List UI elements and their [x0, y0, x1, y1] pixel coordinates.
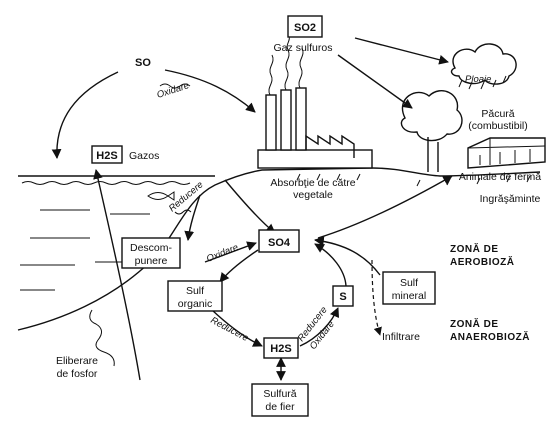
arrow-infiltration	[371, 259, 382, 336]
rain-cloud-icon	[450, 43, 517, 90]
infiltrare-label: Infiltrare	[382, 331, 420, 343]
descompunere-line-1: Descom-	[130, 242, 173, 254]
arrow-descent-reduction	[184, 194, 201, 241]
fish-icon	[147, 191, 175, 201]
box-so4: SO4	[258, 229, 300, 253]
arrow-absorption	[224, 179, 276, 234]
box-descompunere: Descom- punere	[121, 237, 181, 269]
so2-label: SO2	[294, 22, 316, 34]
zona-aerobioza-line-2: AEROBIOZĂ	[450, 255, 515, 268]
oxidare-top-label: Oxidare	[156, 80, 191, 101]
sulfura-line-2: de fier	[265, 401, 295, 413]
zona-anaerobioza-line-2: ANAEROBIOZĂ	[450, 330, 530, 343]
zona-aerobioza-line-1: ZONĂ DE	[450, 242, 499, 255]
gazos-label: Gazos	[129, 150, 159, 162]
arrow-so-to-h2s	[51, 71, 119, 159]
eliberare-line-1: Eliberare	[56, 355, 98, 367]
sulf-organic-line-2: organic	[178, 298, 212, 310]
eliberare-line-2: de fosfor	[57, 368, 98, 380]
box-s: S	[332, 285, 354, 307]
so-label: SO	[135, 57, 151, 69]
box-sulfura-de-fier: Sulfură de fier	[251, 383, 309, 417]
sulf-organic-line-1: Sulf	[186, 285, 204, 297]
arrow-so2-to-rain	[354, 37, 449, 65]
arrow-organic-to-h2s	[211, 309, 263, 347]
farm-building-icon	[467, 137, 546, 169]
gaz-sulfuros-label: Gaz sulfuros	[274, 42, 333, 54]
box-so2: SO2	[287, 15, 323, 38]
h2s-gas-label: H2S	[96, 150, 117, 162]
h2s-label: H2S	[270, 343, 291, 355]
s-label: S	[339, 291, 346, 303]
oxidare-mid-label: Oxidare	[205, 242, 240, 265]
so4-label: SO4	[268, 237, 291, 249]
absorbtie-line-1: Absorbţie de către	[270, 177, 355, 189]
reducere-lower-label: Reducere	[209, 315, 251, 344]
arrow-h2s-to-s	[299, 307, 340, 347]
arrow-so-to-factory	[164, 69, 256, 113]
arrow-mineral-to-so4	[314, 236, 381, 276]
arrow-so4-to-organic	[219, 249, 259, 283]
wavy-reducere-left	[174, 209, 192, 215]
arrow-decomp-so4	[204, 241, 257, 263]
animale-label: Animale de fermă	[459, 171, 541, 183]
arrow-animals-back	[317, 175, 453, 239]
arrow-s-to-so4	[314, 243, 347, 287]
tree-icons	[400, 90, 463, 172]
box-h2s-gas: H2S	[91, 145, 123, 164]
box-sulf-organic: Sulf organic	[167, 280, 223, 312]
arrow-h2s-rise	[93, 169, 141, 381]
ingrasaminte-label: Ingrăşăminte	[480, 193, 541, 205]
flow-arrows	[51, 37, 453, 381]
absorbtie-line-2: vegetale	[293, 189, 333, 201]
wavy-oxidare-top	[159, 83, 191, 89]
zona-anaerobioza-line-1: ZONĂ DE	[450, 317, 499, 330]
pacura-line-2: (combustibil)	[468, 120, 528, 132]
sulf-mineral-line-2: mineral	[392, 290, 426, 302]
ploaie-label: Ploaie	[465, 74, 491, 85]
box-h2s: H2S	[263, 337, 299, 359]
wavy-left-arc	[89, 309, 115, 367]
sulf-mineral-line-1: Sulf	[400, 277, 418, 289]
water-waves	[20, 181, 191, 291]
factory-icon	[257, 35, 373, 169]
sulfura-line-1: Sulfură	[263, 388, 296, 400]
descompunere-line-2: punere	[135, 255, 168, 267]
pacura-line-1: Păcură	[481, 108, 514, 120]
arrow-so2-to-trees	[337, 54, 413, 109]
box-sulf-mineral: Sulf mineral	[382, 271, 436, 305]
